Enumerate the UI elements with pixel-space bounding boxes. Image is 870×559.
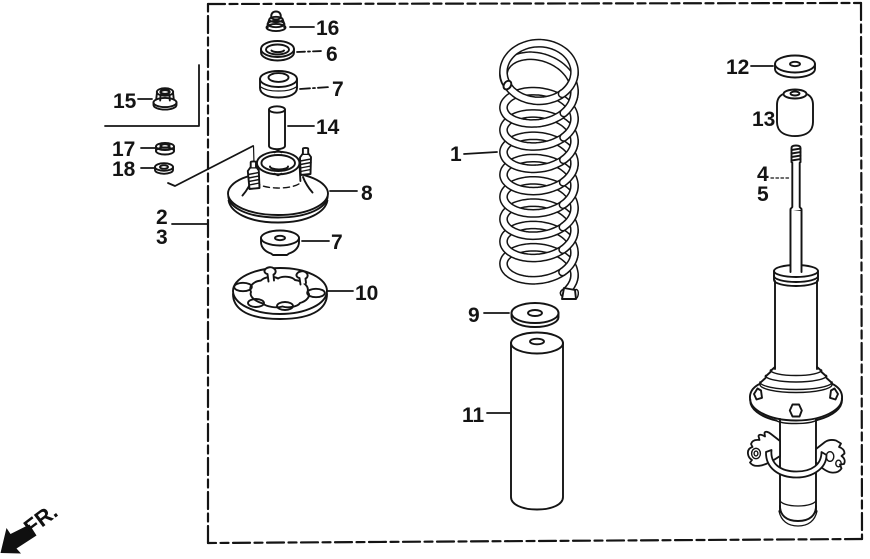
svg-text:2: 2 bbox=[156, 206, 168, 229]
svg-text:1: 1 bbox=[450, 143, 462, 166]
svg-text:17: 17 bbox=[112, 138, 135, 161]
svg-text:16: 16 bbox=[316, 17, 339, 40]
svg-text:15: 15 bbox=[113, 90, 137, 113]
svg-text:6: 6 bbox=[326, 43, 338, 66]
svg-text:11: 11 bbox=[462, 404, 485, 427]
svg-text:8: 8 bbox=[361, 182, 373, 205]
svg-text:4: 4 bbox=[757, 163, 769, 186]
svg-text:13: 13 bbox=[752, 108, 775, 131]
svg-text:7: 7 bbox=[332, 78, 344, 101]
svg-text:9: 9 bbox=[468, 304, 480, 327]
svg-text:10: 10 bbox=[355, 282, 378, 305]
svg-text:14: 14 bbox=[316, 116, 340, 139]
svg-text:3: 3 bbox=[156, 226, 168, 249]
svg-text:7: 7 bbox=[331, 231, 343, 254]
svg-text:18: 18 bbox=[112, 158, 136, 181]
svg-text:5: 5 bbox=[757, 183, 769, 206]
svg-text:12: 12 bbox=[726, 56, 749, 79]
